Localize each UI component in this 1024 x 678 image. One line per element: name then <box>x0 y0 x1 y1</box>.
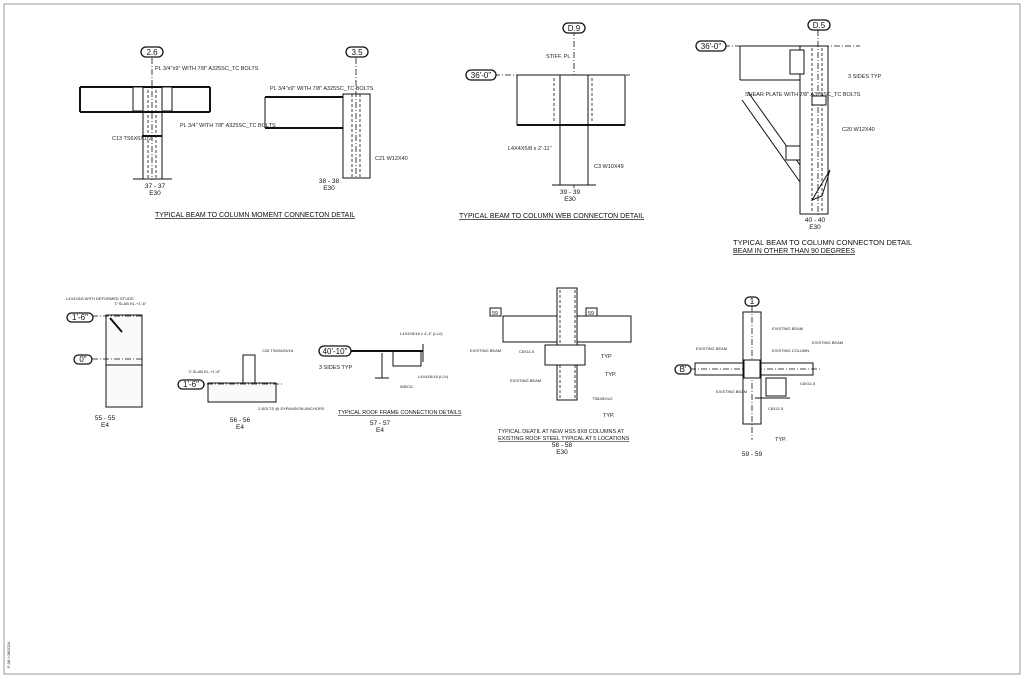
drawing-label: C26 TS6X6X5/16 <box>262 348 294 353</box>
sheet-border <box>3 3 1021 675</box>
drawing-label: B' <box>680 365 687 374</box>
drawing-label: 2 BOLTS @ EXPANSION ANCHORS <box>258 406 325 411</box>
drawing-label: TYP. <box>775 437 787 443</box>
drawing-label: D.5 <box>813 21 826 30</box>
side-note: F-08 / 08/2024 <box>6 641 11 668</box>
drawing-label: 37 - 37 <box>145 183 166 190</box>
drawing-label: 1'-6" <box>72 313 88 322</box>
drawing-label: L4X4X3/8 WITH DEFORMED STUDS <box>66 296 134 301</box>
cut-mark-59[interactable] <box>585 307 598 317</box>
grid-bubble-B' <box>674 364 692 375</box>
grid-bubble-D.9 <box>562 22 586 34</box>
drawing-label: STIFF. PL <box>546 54 570 60</box>
drawing-label: 36'-0" <box>701 42 722 51</box>
drawing-label: 57 - 57 <box>370 420 391 427</box>
title-angle-connection-1: TYPICAL BEAM TO COLUMN CONNECTON DETAIL <box>733 238 912 247</box>
drawing-label: EXISTING COLUMN <box>772 348 809 353</box>
drawing-label: 38 - 38 <box>319 178 340 185</box>
elevation-bubble <box>318 345 352 357</box>
drawing-label: 55 - 55 <box>95 415 116 422</box>
drawing-label: L4X4X5/8 x 2'-11" <box>508 146 552 152</box>
grid-bubble-3.5 <box>345 46 369 58</box>
drawing-label: PL 3/4"x9" WITH 7/8" A325SC_TC BOLTS <box>270 86 374 92</box>
drawing-label: 36'-0" <box>471 71 492 80</box>
drawing-label: C21 W12X40 <box>375 156 408 162</box>
drawing-label: E4 <box>236 424 244 431</box>
drawing-label: E4 <box>101 422 109 429</box>
grid-bubble-D.5 <box>807 19 831 31</box>
detail-59: 1 B' TYP. EXISTING BEAM EXISTING COLUMN … <box>674 296 843 458</box>
drawing-label: TYP. <box>605 372 617 378</box>
drawing-label: 3 SIDES TYP <box>848 74 882 80</box>
drawing-label: 59 <box>588 311 594 317</box>
drawing-label: L4X4X5/16 (LLV) <box>418 374 449 379</box>
title-moment-connection: TYPICAL BEAM TO COLUMN MOMENT CONNECTON … <box>155 212 355 219</box>
drawing-label: E30 <box>149 190 161 197</box>
drawing-label: E30 <box>809 224 821 231</box>
cut-mark-59[interactable] <box>489 307 502 317</box>
elevation-bubble <box>695 40 727 52</box>
drawing-label: E4 <box>376 427 384 434</box>
drawing-label: 40'-10" <box>323 347 348 356</box>
drawing-label: 1'-6" <box>183 380 199 389</box>
elevation-bubble <box>73 354 93 365</box>
detail-40: D.5 36'-0" 3 SIDES TYP SHEAR PLATE WITH … <box>695 19 882 231</box>
drawing-label: TS8X8X1/2 <box>592 396 613 401</box>
drawing-label: 58 - 58 <box>552 442 573 449</box>
drawing-label: D.9 <box>568 24 581 33</box>
drawing-label: EXISTING BEAM <box>772 326 803 331</box>
drawing-label: PL 3/4"x9" WITH 7/8" A325SC_TC BOLTS <box>155 66 259 72</box>
drawing-label: E30 <box>323 185 335 192</box>
drawing-label: C13 TS6X6X1/2 <box>112 136 152 142</box>
drawing-label: W8X31 <box>400 384 414 389</box>
drawing-label: EXISTING BEAM <box>470 348 501 353</box>
title-angle-connection-2: BEAM IN OTHER THAN 90 DEGREES <box>733 248 855 255</box>
drawing-label: E30 <box>556 449 568 456</box>
drawing-label: TYP <box>601 354 612 360</box>
drawing-label: 1 <box>750 297 755 306</box>
elevation-bubble <box>66 312 94 323</box>
drawing-label: EXISTING BEAM <box>510 378 541 383</box>
detail-57: 40'-10" 3 SIDES TYP L4X4X5/16 x 4'-4" (L… <box>318 331 449 434</box>
detail-38: 3.5 PL 3/4"x9" WITH 7/8" A325SC_TC BOLTS… <box>264 46 408 192</box>
title-hss-columns-2: EXISTING ROOF STEEL TYPICAL AT 5 LOCATIO… <box>498 436 630 442</box>
drawing-label: T/ SLAB EL.+1'-6" <box>188 369 221 374</box>
drawing-label: C8X11.5 <box>800 381 816 386</box>
elevation-bubble <box>465 69 497 81</box>
drawing-label: PL 3/4" WITH 7/8" A325SC_TC BOLTS <box>180 123 276 129</box>
drawing-label: E30 <box>564 196 576 203</box>
drawing-label: 0" <box>79 355 86 364</box>
grid-bubble-1 <box>744 296 760 307</box>
detail-56: 1'-6" T/ SLAB EL.+1'-6" C26 TS6X6X5/16 2… <box>177 348 325 431</box>
drawing-label: L4X4X5/16 x 4'-4" (LLV) <box>400 331 443 336</box>
drawing-label: 59 - 59 <box>742 451 763 458</box>
drawing-label: EXISTING BEAM <box>812 340 843 345</box>
drawing-label: 2.6 <box>146 48 158 57</box>
detail-37: 2.6 PL 3/4"x9" WITH 7/8" A325SC_TC BOLTS… <box>79 46 276 197</box>
title-roof-frame: TYPICAL ROOF FRAME CONNECTION DETAILS <box>338 410 462 416</box>
drawing-label: EXISTING BEAM <box>696 346 727 351</box>
grid-bubble-2.6 <box>140 46 164 58</box>
drawing-label: C3 W10X49 <box>594 164 624 170</box>
drawing-label: 3.5 <box>351 48 363 57</box>
title-hss-columns-1: TYPICAL DEATIL AT NEW HSS 8X8 COLUMNS AT <box>498 429 625 435</box>
detail-55: 1'-6" 0" T/ SLAB EL.+1'-6" L4X4X3/8 WITH… <box>66 296 147 429</box>
drawing-label: 59 <box>492 311 498 317</box>
drawing-label: EXISTING BEAM <box>716 389 747 394</box>
drawing-label: T/ SLAB EL.+1'-6" <box>114 301 147 306</box>
drawing-label: C20 W12X40 <box>842 127 875 133</box>
drawing-label: TYP. <box>603 413 615 419</box>
detail-39: D.9 36'-0" STIFF. PL L4X4X5/8 x 2'-11" C… <box>465 22 630 203</box>
drawing-label: 56 - 56 <box>230 417 251 424</box>
elevation-bubble <box>177 379 205 390</box>
drawing-label: 40 - 40 <box>805 217 826 224</box>
drawing-label: 3 SIDES TYP <box>319 365 353 371</box>
drawing-label: 39 - 39 <box>560 189 581 196</box>
detail-58: 59 59 TYP TYP. TYP. C8X11.5 EXISTING BEA… <box>470 287 632 456</box>
drawing-label: C8X11.5 <box>519 349 535 354</box>
drawing-label: SHEAR PLATE WITH 7/8" A325SC_TC BOLTS <box>745 92 861 98</box>
title-web-connection: TYPICAL BEAM TO COLUMN WEB CONNECTON DET… <box>459 213 644 220</box>
drawing-label: C8X11.5 <box>768 406 784 411</box>
